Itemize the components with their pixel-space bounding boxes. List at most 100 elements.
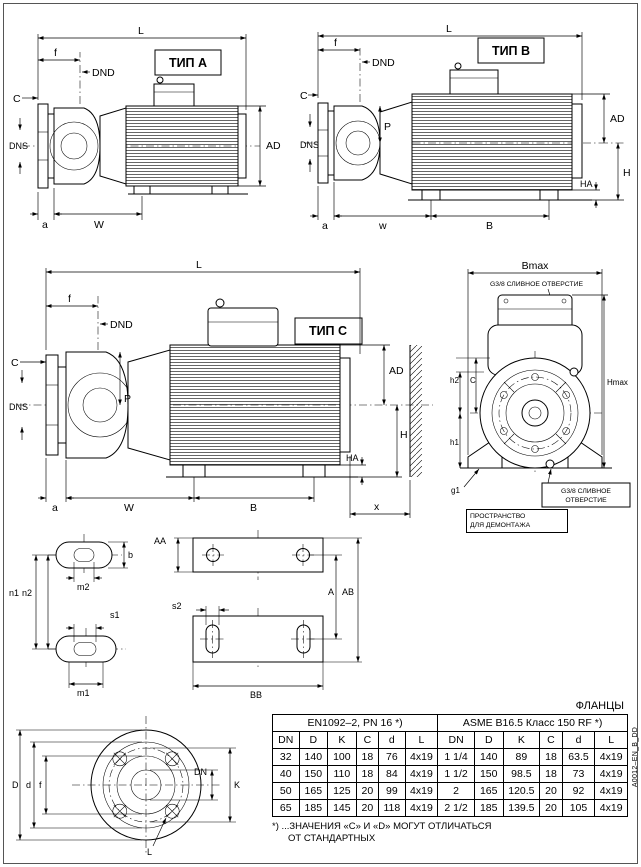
dim-label-C: C	[11, 357, 19, 369]
table-cell: 40	[272, 765, 300, 783]
dim-label-f: f	[334, 37, 337, 49]
dim-DNS: DNS	[9, 370, 28, 440]
motor	[408, 62, 592, 201]
table-cell: 4x19	[404, 782, 439, 800]
drawing-flange-detail: D d f DN K L	[12, 716, 240, 857]
wall	[409, 345, 422, 477]
dim-DND: DND	[362, 57, 395, 69]
dim-H: H	[358, 405, 408, 478]
table-cell: 4x19	[404, 799, 439, 817]
col-header: K	[502, 731, 541, 749]
drain-plug-bottom	[545, 459, 555, 469]
drain-bottom-line1: G3/8 СЛИВНОЕ	[561, 488, 611, 495]
flange-table-caption: ФЛАНЦЫ	[575, 700, 624, 712]
col-header: DN	[437, 731, 475, 749]
dim-label-g1: g1	[451, 486, 460, 495]
dim-label-Hmax: Hmax	[607, 378, 628, 387]
dim-label-C: C	[470, 376, 476, 385]
table-cell: 20	[355, 799, 380, 817]
table-cell: 1 1/2	[437, 765, 475, 783]
dim-label-f: f	[54, 47, 57, 59]
dim-label-DNS: DNS	[9, 402, 28, 412]
dim-label-AD: AD	[266, 140, 281, 152]
col-header: K	[327, 731, 357, 749]
dismantling-space-note: ПРОСТРАНСТВО ДЛЯ ДЕМОНТАЖА	[466, 509, 568, 534]
table-row: 40 150 110 18 84 4x19 1 1/2 150 98.5 18 …	[272, 765, 628, 783]
dim-label-K: K	[234, 780, 240, 790]
type-b-title-box: ТИП B	[477, 37, 545, 64]
dim-label-s1: s1	[110, 610, 120, 620]
dim-A-AB: A AB	[310, 537, 362, 663]
dim-C: C	[11, 357, 46, 369]
dim-C: C	[300, 90, 318, 102]
dim-L: L	[37, 25, 247, 110]
table-cell: 84	[378, 765, 406, 783]
table-cell: 185	[298, 799, 329, 817]
dim-f: f	[46, 293, 98, 308]
dim-label-d: d	[26, 780, 31, 790]
table-cell: 1 1/4	[437, 748, 475, 766]
motor	[125, 76, 248, 195]
dim-label-W: W	[124, 502, 134, 514]
dim-label-P: P	[384, 121, 391, 133]
foot-pad-bottom	[48, 628, 126, 670]
table-column-header-row: DN D K C d L DN D K C d L	[272, 731, 628, 749]
base-plate-bottom	[192, 608, 324, 670]
dim-AA: AA	[154, 536, 193, 573]
dim-n1-n2: n1 n2	[9, 554, 56, 650]
dim-BB: BB	[192, 662, 324, 700]
dim-Hmax: Hmax	[572, 294, 628, 468]
table-cell: 105	[561, 799, 596, 817]
table-cell: 20	[355, 782, 380, 800]
table-cell: 2	[437, 782, 475, 800]
table-group-header-row: EN1092–2, PN 16 *) ASME B16.5 Класс 150 …	[271, 714, 628, 732]
dim-C: C	[13, 93, 38, 105]
dim-label-f: f	[68, 293, 71, 305]
dim-label-DND: DND	[372, 57, 395, 69]
dim-L: L	[45, 259, 361, 354]
table-cell: 145	[327, 799, 357, 817]
dim-label-C: C	[13, 93, 21, 105]
dim-label-Bmax: Bmax	[522, 260, 550, 272]
motor	[166, 298, 358, 478]
dim-s2: s2	[172, 601, 229, 625]
dim-label-L: L	[138, 25, 144, 37]
table-cell: 139.5	[502, 799, 541, 817]
drawing-base-plates: b m2 n1 n2 s1	[9, 530, 362, 700]
footnote-line2: ОТ СТАНДАРТНЫХ	[288, 833, 376, 845]
dim-HA: HA	[558, 179, 600, 208]
table-cell: 18	[539, 765, 563, 783]
dim-f: f	[318, 37, 360, 52]
table-cell: 165	[473, 782, 504, 800]
dim-m2: m2	[66, 562, 102, 592]
table-cell: 4x19	[404, 765, 439, 783]
dim-label-b: b	[128, 550, 133, 560]
col-header: C	[355, 731, 380, 749]
dim-label-n1: n1	[9, 588, 19, 598]
table-cell: 150	[298, 765, 329, 783]
doc-code: A0012–EN_B_DD	[631, 726, 639, 788]
table-cell: 89	[502, 748, 541, 766]
dim-P: P	[118, 352, 131, 405]
drawing-rear-view: Bmax G3/8 СЛИВНОЕ ОТВЕРСТИЕ	[450, 260, 631, 508]
dim-label-P: P	[124, 393, 131, 405]
table-cell: 99	[378, 782, 406, 800]
dim-DNS: DNS	[300, 114, 319, 172]
dim-DN: DN	[150, 767, 218, 801]
table-cell: 120.5	[502, 782, 541, 800]
drain-plug-top	[569, 367, 579, 377]
pump-rear	[460, 351, 612, 475]
dim-D: D	[12, 729, 142, 841]
flange-face	[72, 716, 220, 854]
col-header: d	[378, 731, 406, 749]
dim-label-H: H	[623, 167, 631, 179]
dim-HA: HA	[325, 453, 366, 485]
dim-label-C: C	[300, 90, 308, 102]
drain-top-label: G3/8 СЛИВНОЕ ОТВЕРСТИЕ	[490, 281, 583, 288]
col-header: C	[539, 731, 563, 749]
dim-label-L: L	[446, 23, 452, 35]
table-cell: 18	[355, 765, 380, 783]
dim-DND: DND	[100, 319, 133, 331]
dim-Bmax: Bmax	[467, 260, 603, 455]
